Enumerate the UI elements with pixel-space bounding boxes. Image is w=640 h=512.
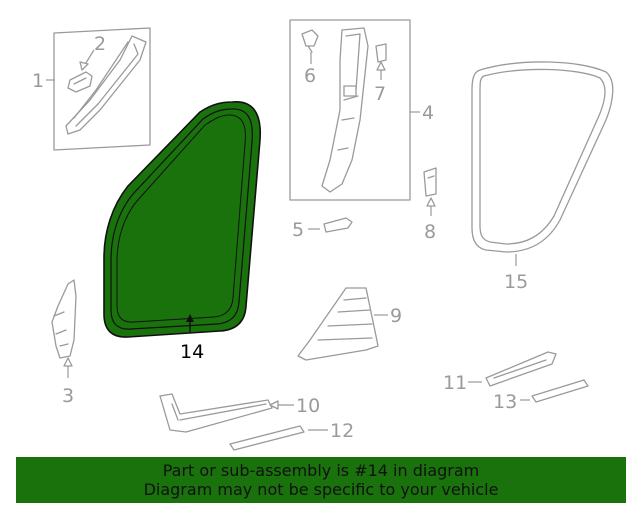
- callout-15[interactable]: 15: [504, 271, 528, 293]
- callout-5[interactable]: 5: [292, 219, 304, 241]
- part-7-clip[interactable]: [375, 43, 387, 63]
- callout-10[interactable]: 10: [296, 395, 320, 417]
- info-banner: Part or sub-assembly is #14 in diagram D…: [16, 457, 626, 503]
- callout-1[interactable]: 1: [32, 70, 44, 92]
- parts-diagram: 2 1 14 3 6 7 4 5: [32, 19, 614, 451]
- callout-8[interactable]: 8: [424, 221, 436, 243]
- part-13-rear-sill-strip[interactable]: [531, 379, 589, 403]
- part-3-pillar-lower[interactable]: [51, 279, 77, 359]
- callout-6[interactable]: 6: [304, 65, 316, 87]
- callout-12[interactable]: 12: [330, 420, 354, 442]
- callout-13[interactable]: 13: [493, 391, 517, 413]
- part-2-clip[interactable]: [67, 71, 93, 93]
- callout-2[interactable]: 2: [94, 33, 106, 55]
- part-1-pillar-trim[interactable]: [65, 35, 147, 135]
- part-4-group-box: [289, 19, 411, 201]
- part-15-weatherstrip[interactable]: [471, 61, 614, 253]
- part-6-clip[interactable]: [301, 29, 319, 53]
- part-8-bracket[interactable]: [423, 167, 437, 197]
- callout-4[interactable]: 4: [422, 102, 434, 124]
- callout-11[interactable]: 11: [443, 372, 467, 394]
- part-10-scuff-plate[interactable]: [159, 393, 273, 433]
- part-9-quarter-trim[interactable]: [297, 287, 379, 361]
- part-14-weatherstrip[interactable]: [103, 101, 261, 338]
- callout-9[interactable]: 9: [390, 305, 402, 327]
- part-4-center-pillar-trim[interactable]: [321, 27, 369, 193]
- banner-line-1: Part or sub-assembly is #14 in diagram: [162, 461, 480, 480]
- banner-line-2: Diagram may not be specific to your vehi…: [143, 480, 499, 499]
- callout-3[interactable]: 3: [62, 385, 74, 407]
- part-5-clip[interactable]: [323, 217, 353, 233]
- part-11-rear-scuff[interactable]: [485, 351, 557, 387]
- part-12-sill-strip[interactable]: [229, 425, 305, 451]
- callout-14[interactable]: 14: [180, 341, 204, 363]
- part-1-group-box: [53, 27, 151, 151]
- callout-7[interactable]: 7: [374, 83, 386, 105]
